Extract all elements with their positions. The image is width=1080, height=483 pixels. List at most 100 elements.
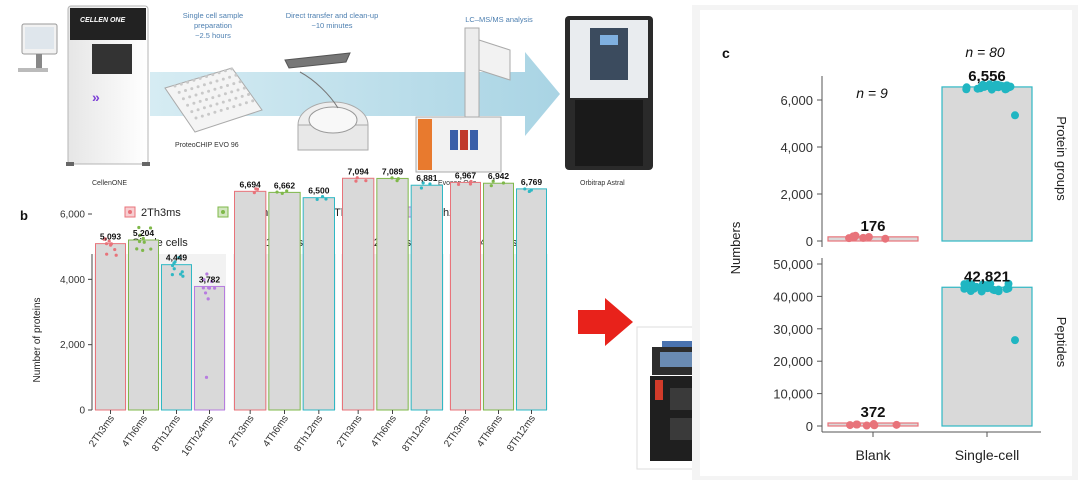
chip-well [219, 108, 223, 112]
data-point [523, 187, 527, 191]
x-tick-label: 8Th12ms [400, 413, 433, 453]
data-point [275, 190, 279, 194]
chip-well [209, 81, 213, 85]
svg-text:Single cell sample: Single cell sample [183, 11, 243, 20]
svg-text:~2.5 hours: ~2.5 hours [195, 31, 231, 40]
chip-well [213, 87, 217, 91]
x-tick-label: Blank [855, 447, 891, 463]
facet-strip-label: Protein groups [1054, 116, 1069, 201]
data-point [320, 194, 325, 199]
data-point [469, 179, 473, 184]
legend-label: 2Th3ms [141, 207, 181, 219]
chip-well [198, 99, 202, 103]
chip-well [219, 85, 223, 89]
data-point [315, 197, 319, 201]
bar [483, 182, 514, 411]
x-tick-label: Single-cell [955, 447, 1020, 463]
data-point [962, 83, 971, 92]
chip-well [226, 107, 229, 110]
y-axis-label: Numbers [728, 221, 743, 274]
data-point [285, 189, 289, 193]
chip-well [192, 101, 196, 105]
data-label: 7,094 [348, 166, 370, 176]
evosep-icon [415, 27, 511, 173]
chip-well [202, 106, 206, 110]
data-point [853, 420, 862, 429]
panel-b: b 2Th3ms4Th6ms8Th12ms16Th24ms Number of … [20, 166, 548, 458]
bar [516, 188, 547, 411]
chip-well [240, 94, 244, 98]
data-point [527, 189, 531, 194]
data-point [137, 225, 141, 230]
chip-well [190, 87, 194, 91]
chip-well [238, 103, 242, 107]
data-point [181, 274, 185, 278]
chip-well [198, 76, 202, 80]
data-point [210, 279, 214, 284]
chip-well [186, 80, 190, 84]
orbitrap-label: Orbitrap Astral [580, 180, 625, 187]
chip-well [205, 75, 208, 78]
chip-well [226, 84, 229, 87]
data-point [489, 184, 493, 188]
red-arrow-icon [578, 298, 633, 346]
cellenone-label: CellenONE [92, 180, 127, 187]
bar [342, 177, 375, 411]
data-point [170, 263, 175, 268]
chip-well [181, 97, 185, 101]
data-label: 6,694 [240, 179, 262, 189]
data-point [395, 179, 399, 183]
bar [268, 191, 301, 411]
cellenone-chevron-icon: » [92, 89, 100, 105]
workflow-schematic: CELLEN ONE » CellenONE Single cell sampl… [18, 5, 653, 187]
data-point [1004, 284, 1013, 293]
chip-well [215, 79, 219, 83]
chip-well [196, 108, 200, 112]
y-tick-label: 0 [806, 419, 813, 434]
x-tick-label: 4Th6ms [369, 413, 399, 449]
chip-well [217, 94, 221, 98]
chip-well [213, 110, 217, 114]
y-tick-label: 40,000 [773, 289, 813, 304]
data-point [989, 285, 998, 294]
bar [376, 177, 409, 411]
data-label: 5,093 [100, 232, 122, 242]
y-tick-label: 50,000 [773, 257, 813, 272]
data-point [204, 375, 209, 379]
y-tick-label: 0 [806, 234, 813, 249]
x-tick-label: 2Th3ms [227, 413, 257, 449]
data-point [1011, 111, 1019, 120]
data-point [170, 273, 174, 277]
chip-well [223, 92, 227, 96]
y-tick-label: 4,000 [60, 275, 85, 286]
bar [410, 184, 443, 411]
x-tick-label: 8Th12ms [292, 413, 325, 453]
cellenone-logo: CELLEN ONE [80, 17, 125, 24]
data-point [1011, 336, 1019, 345]
data-point [105, 252, 109, 256]
data-point [206, 286, 211, 290]
data-point [501, 181, 506, 185]
chip-well [221, 100, 225, 104]
chip-well [238, 80, 242, 84]
data-point [104, 242, 109, 246]
bar [827, 236, 919, 242]
data-point [354, 179, 358, 183]
orbitrap-astral-icon [565, 16, 653, 170]
data-point [137, 239, 142, 244]
chip-well [228, 98, 232, 102]
x-tick-label: 4Th6ms [475, 413, 505, 449]
data-point [212, 286, 217, 290]
step-1-label: Single cell sample preparation ~2.5 hour… [183, 11, 243, 40]
data-point [149, 247, 153, 251]
data-point [862, 421, 871, 430]
x-tick-label: 4Th6ms [120, 413, 150, 449]
bar [194, 285, 225, 411]
y-tick-label: 6,000 [780, 93, 813, 108]
data-point [180, 270, 184, 274]
chip-well [223, 69, 227, 73]
data-point [960, 280, 969, 289]
bar [234, 190, 267, 411]
data-point [1006, 82, 1015, 91]
